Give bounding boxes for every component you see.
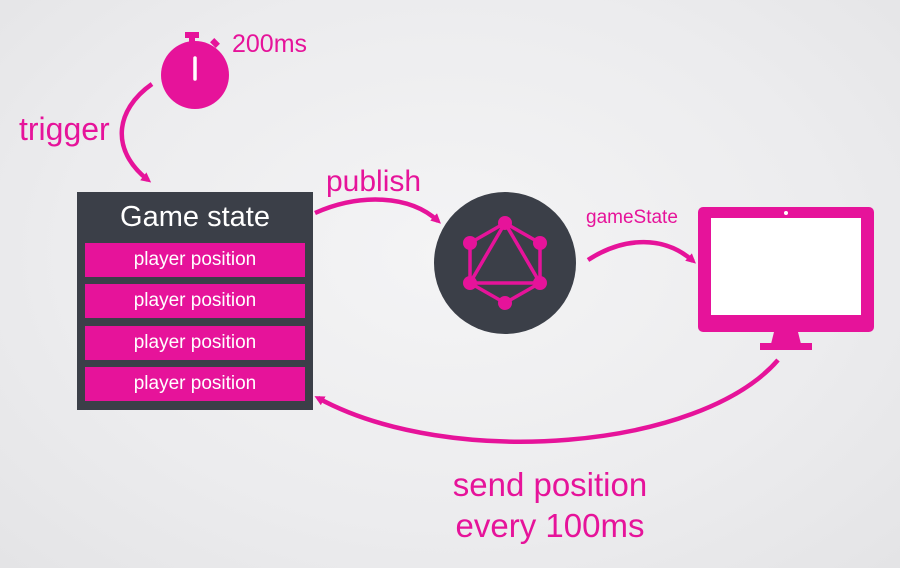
timer-label: 200ms [232, 30, 308, 58]
trigger-label: trigger [19, 111, 110, 147]
player-position-row: player position [85, 243, 305, 277]
send-position-label: send position every 100ms [440, 464, 660, 546]
game-state-title: Game state [120, 201, 270, 233]
send-position-arrow [314, 358, 780, 444]
graphql-logo-icon [434, 192, 576, 334]
player-position-row: player position [85, 284, 305, 318]
trigger-arrow [119, 82, 154, 183]
game-state-box: Game state player position player positi… [77, 192, 313, 410]
monitor-icon [698, 207, 874, 350]
send-position-line: send position [452, 466, 648, 503]
gamestate-arrow [586, 239, 696, 264]
gamestate-label: gameState [586, 207, 678, 228]
player-position-row: player position [85, 326, 305, 360]
send-interval-line: every 100ms [455, 507, 645, 544]
player-position-row: player position [85, 367, 305, 401]
stopwatch-icon [161, 32, 229, 109]
publish-label: publish [326, 165, 422, 198]
publish-arrow [314, 197, 441, 224]
